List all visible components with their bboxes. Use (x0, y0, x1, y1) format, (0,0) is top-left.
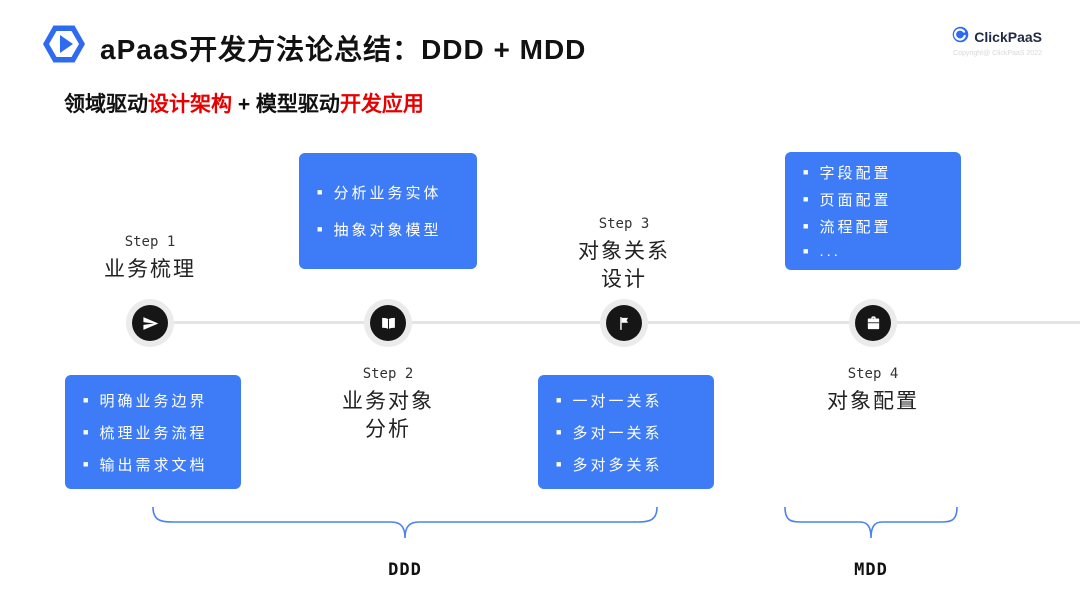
bullet-row: ■ 流程配置 (803, 216, 943, 237)
bullet-text: 流程配置 (819, 219, 892, 236)
step2-title: 业务对象分析 (342, 390, 434, 441)
bullet-text: 多对多关系 (572, 456, 663, 474)
bullet-row: ■ 页面配置 (803, 189, 943, 210)
bullet-icon: ■ (317, 187, 323, 197)
bullet-icon: ■ (83, 394, 89, 405)
step3-title: 对象关系设计 (578, 240, 670, 291)
bullet-row: ■ 抽象对象模型 (317, 219, 459, 240)
ddd-label: DDD (388, 560, 422, 580)
bullet-icon: ■ (556, 458, 562, 469)
bullet-icon: ■ (83, 426, 89, 437)
step2-circle (364, 299, 412, 347)
subtitle-segment: + 模型驱动 (232, 93, 340, 116)
step4-title: 对象配置 (827, 390, 919, 413)
mdd-brace (784, 506, 958, 551)
clickpaas-logo-text: ClickPaaS (974, 29, 1042, 45)
step1-callout-box: ■ 明确业务边界 ■ 梳理业务流程 ■ 输出需求文档 (65, 375, 241, 489)
bullet-text: 梳理业务流程 (99, 424, 208, 442)
bullet-text: 一对一关系 (572, 392, 663, 410)
hexagon-logo-icon (40, 20, 88, 68)
flag-icon (616, 315, 633, 332)
step2-callout-box: ■ 分析业务实体 ■ 抽象对象模型 (299, 153, 477, 269)
bullet-text: 多对一关系 (572, 424, 663, 442)
mdd-label: MDD (854, 560, 888, 580)
bullet-icon: ■ (317, 224, 323, 234)
bullet-icon: ■ (803, 167, 809, 177)
bullet-row: ■ 输出需求文档 (83, 454, 223, 475)
clickpaas-logo-icon (952, 26, 969, 48)
step3-label-group: Step 3 对象关系设计 (534, 216, 714, 293)
bullet-icon: ■ (803, 194, 809, 204)
bullet-icon: ■ (83, 458, 89, 469)
bullet-row: ■ 梳理业务流程 (83, 422, 223, 443)
copyright-text: Copyright@ ClickPaaS 2022 (953, 50, 1042, 57)
subtitle-segment: 领域驱动 (64, 93, 148, 116)
paper-plane-icon (142, 315, 159, 332)
subtitle: 领域驱动设计架构 + 模型驱动开发应用 (64, 88, 424, 118)
bullet-text: 输出需求文档 (99, 456, 208, 474)
step1-label-group: Step 1 业务梳理 (60, 234, 240, 284)
page-title: aPaaS开发方法论总结：DDD + MDD (100, 34, 587, 65)
bullet-text: 分析业务实体 (333, 185, 442, 202)
bullet-text: 抽象对象模型 (333, 222, 442, 239)
bullet-row: ■ 字段配置 (803, 162, 943, 183)
subtitle-segment-red: 开发应用 (339, 93, 424, 116)
step2-label-group: Step 2 业务对象分析 (298, 366, 478, 443)
clickpaas-logo: ClickPaaS Copyright@ ClickPaaS 2022 (952, 26, 1042, 57)
bullet-row: ■ 一对一关系 (556, 390, 696, 411)
step2-label: Step 2 (362, 366, 414, 382)
bullet-text: ... (819, 243, 841, 260)
step1-circle (126, 299, 174, 347)
bullet-icon: ■ (803, 221, 809, 231)
briefcase-icon (865, 315, 882, 332)
book-icon (380, 315, 397, 332)
bullet-text: 明确业务边界 (99, 392, 208, 410)
bullet-row: ■ 明确业务边界 (83, 390, 223, 411)
bullet-icon: ■ (556, 394, 562, 405)
bullet-icon: ■ (556, 426, 562, 437)
step4-circle (849, 299, 897, 347)
step4-callout-box: ■ 字段配置 ■ 页面配置 ■ 流程配置 ■... (785, 152, 961, 270)
bullet-icon: ■ (803, 246, 809, 256)
bullet-row: ■... (803, 243, 943, 260)
step3-circle (600, 299, 648, 347)
bullet-text: 页面配置 (819, 192, 892, 209)
bullet-row: ■ 多对一关系 (556, 422, 696, 443)
bullet-row: ■ 多对多关系 (556, 454, 696, 475)
step3-label: Step 3 (598, 216, 650, 232)
step4-label-group: Step 4 对象配置 (783, 366, 963, 416)
ddd-brace (152, 506, 658, 551)
subtitle-segment-red: 设计架构 (148, 93, 232, 116)
step1-label: Step 1 (124, 234, 176, 250)
step1-title: 业务梳理 (104, 258, 196, 281)
bullet-text: 字段配置 (819, 165, 892, 182)
step4-label: Step 4 (847, 366, 899, 382)
step3-callout-box: ■ 一对一关系 ■ 多对一关系 ■ 多对多关系 (538, 375, 714, 489)
bullet-row: ■ 分析业务实体 (317, 182, 459, 203)
